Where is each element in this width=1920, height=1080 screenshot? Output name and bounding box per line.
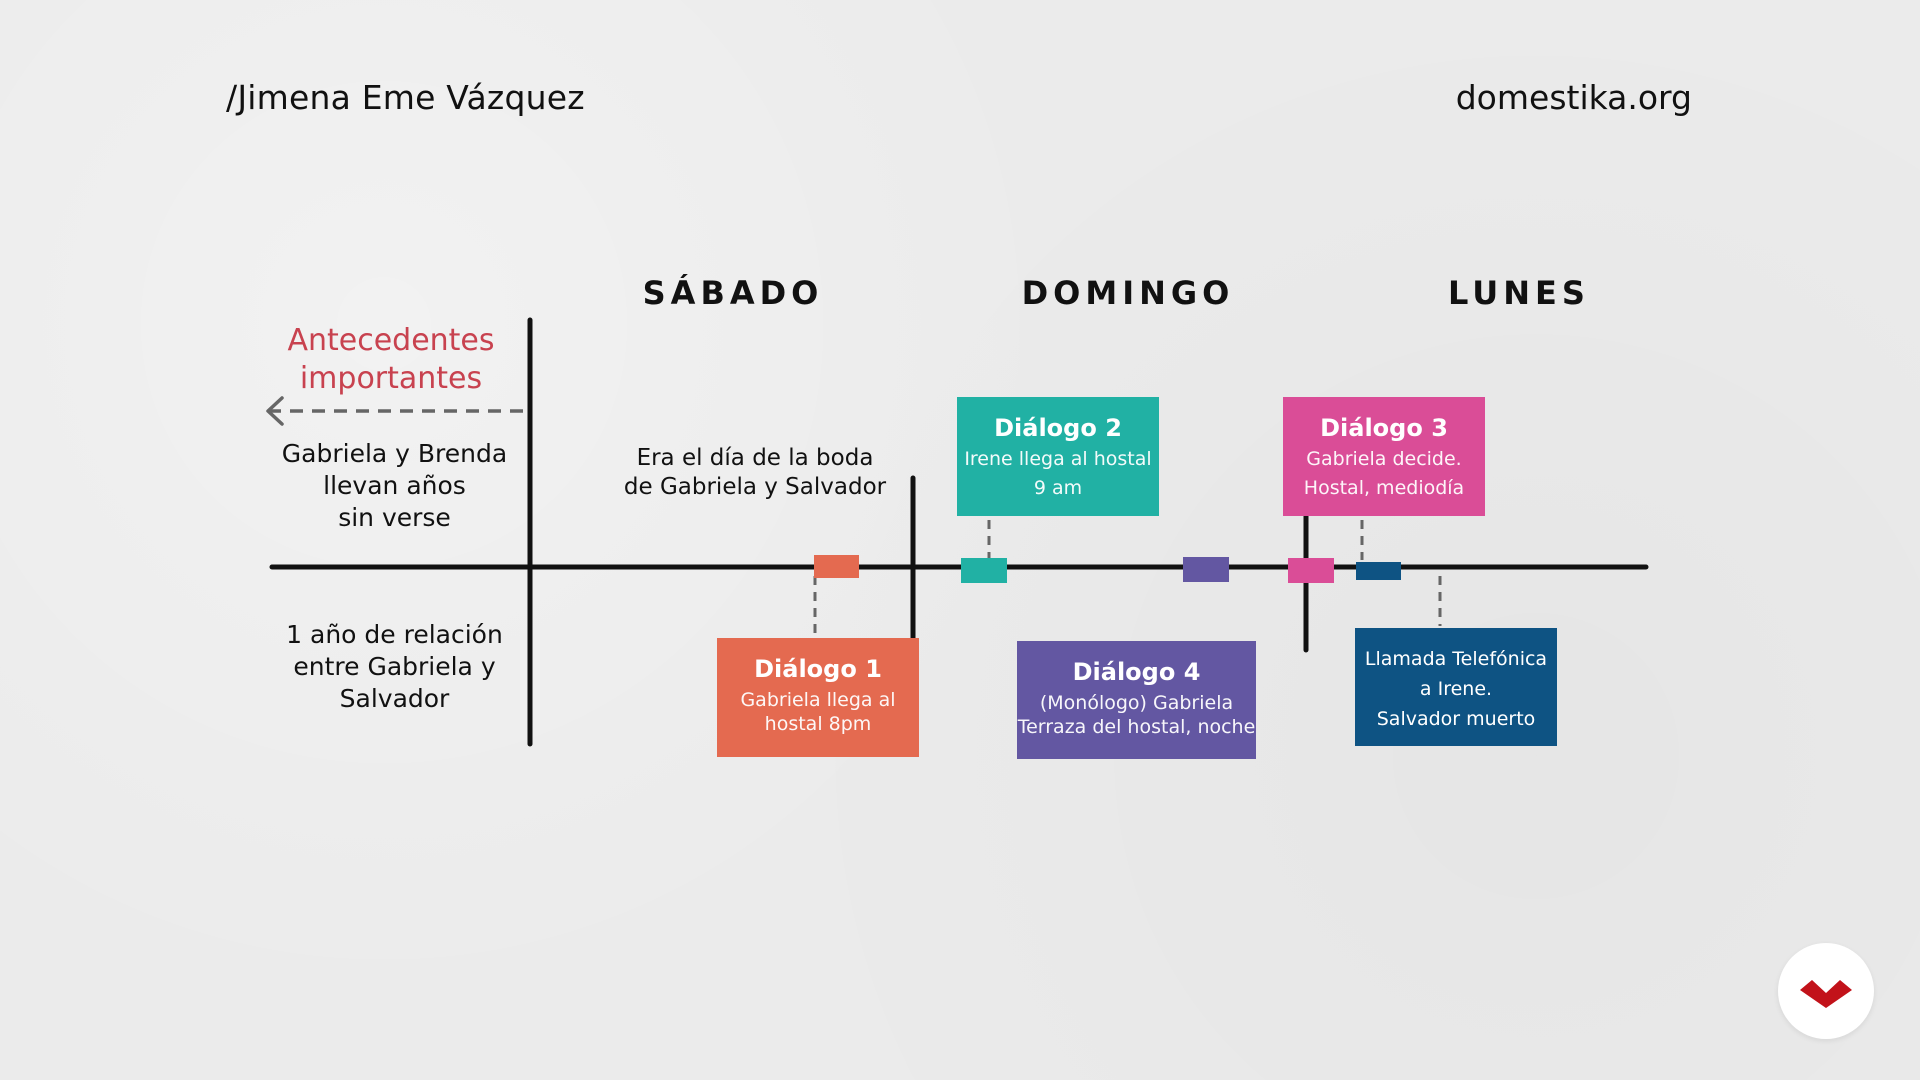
event-description: Gabriela decide. Hostal, mediodía [1283,445,1485,503]
brand-mark [1800,980,1852,1008]
event-line: Salvador muerto [1376,708,1536,730]
event-description: Llamada Telefónica a Irene. Salvador mue… [1355,640,1557,734]
author-name: /Jimena Eme Vázquez [226,78,585,117]
marker-d2 [961,558,1007,583]
event-line: Terraza del hostal, noche [1017,716,1256,738]
note-line: entre Gabriela y [293,652,496,681]
event-title: Diálogo 4 [1072,658,1201,686]
note-line: Era el día de la boda [636,445,874,471]
event-line: Gabriela llega al [740,689,896,711]
event-box-dialogo-2: Diálogo 2 Irene llega al hostal 9 am [957,397,1159,516]
marker-d3 [1288,558,1334,583]
marker-d1 [814,555,859,578]
background-note-below: 1 año de relación entre Gabriela y Salva… [262,619,527,715]
background-note-above: Gabriela y Brenda llevan años sin verse [262,438,527,534]
event-line: a Irene. [1419,678,1493,700]
event-line: Irene llega al hostal [964,448,1152,470]
day-domingo: DOMINGO [1021,274,1235,312]
background-title-line: importantes [299,361,483,396]
event-line: Hostal, mediodía [1303,477,1465,499]
marker-d4 [1183,557,1229,582]
event-line: Gabriela decide. [1306,448,1462,470]
background-title-line: Antecedentes [287,323,495,358]
event-title: Diálogo 3 [1320,414,1448,442]
event-line: hostal 8pm [764,713,872,735]
day-sabado: SÁBADO [642,274,824,312]
event-line: Llamada Telefónica [1364,648,1548,670]
event-description: Irene llega al hostal 9 am [957,445,1159,503]
wedding-annotation: Era el día de la boda de Gabriela y Salv… [620,444,890,502]
marker-llamada [1356,562,1401,580]
event-box-llamada: Llamada Telefónica a Irene. Salvador mue… [1355,628,1557,746]
event-title: Diálogo 2 [994,414,1122,442]
site-link[interactable]: domestika.org [1455,78,1692,117]
note-line: de Gabriela y Salvador [623,474,887,500]
arrow-left-icon [266,396,284,426]
event-box-dialogo-4: Diálogo 4 (Monólogo) Gabriela Terraza de… [1017,641,1256,759]
event-box-dialogo-1: Diálogo 1 Gabriela llega al hostal 8pm [717,638,919,757]
note-line: sin verse [338,503,451,532]
note-line: Salvador [339,684,450,713]
event-line: (Monólogo) Gabriela [1039,692,1234,714]
background-title: Antecedentes importantes [260,322,522,398]
event-line: 9 am [1033,477,1083,499]
note-line: 1 año de relación [286,620,503,649]
note-line: llevan años [323,471,466,500]
domestika-logo-icon[interactable] [1778,943,1874,1039]
day-lunes: LUNES [1448,274,1590,312]
note-line: Gabriela y Brenda [281,439,508,468]
event-description: (Monólogo) Gabriela Terraza del hostal, … [1017,689,1256,742]
event-description: Gabriela llega al hostal 8pm [717,686,919,739]
event-title: Diálogo 1 [754,655,882,683]
event-box-dialogo-3: Diálogo 3 Gabriela decide. Hostal, medio… [1283,397,1485,516]
